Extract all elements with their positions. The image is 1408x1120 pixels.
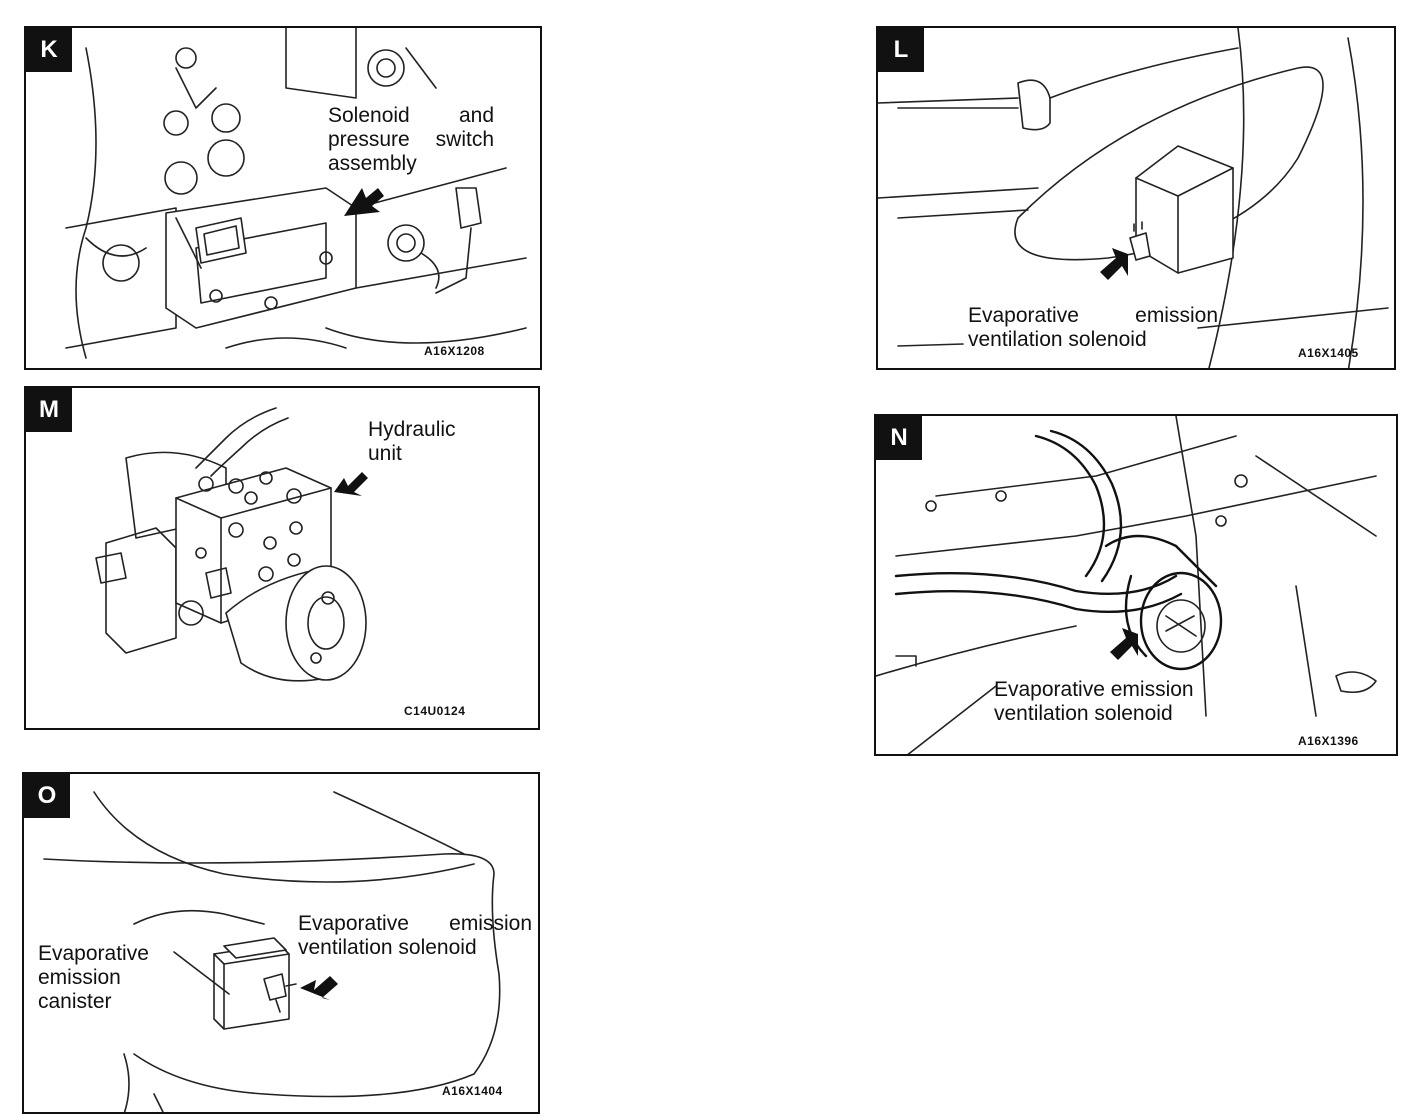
- label-line: assembly: [328, 152, 417, 175]
- label-line: pressure switch: [328, 128, 494, 151]
- label-line: Solenoid and: [328, 104, 494, 127]
- hydraulic-unit-illustration: [95, 407, 368, 682]
- rear-wheelhouse-illustration: [43, 791, 501, 1112]
- panel-m: M Hydraulic unit C14U0124: [24, 386, 540, 730]
- underbody-pipes-illustration: [876, 416, 1377, 754]
- label-line: Evaporative emission: [994, 678, 1194, 701]
- evap-solenoid-label: Evaporative emission ventilation solenoi…: [298, 912, 532, 960]
- label-line: ventilation solenoid: [968, 328, 1147, 351]
- label-line: canister: [38, 990, 112, 1013]
- panel-letter-l: L: [878, 28, 924, 72]
- panel-letter-m: M: [26, 388, 72, 432]
- evap-canister-label: Evaporative emission canister: [38, 942, 149, 1014]
- panel-o: O Evaporative emission ventilation solen…: [22, 772, 540, 1114]
- panel-l: L Evaporative emission ventilation solen…: [876, 26, 1396, 370]
- figure-code: C14U0124: [404, 704, 466, 718]
- hydraulic-unit-label: Hydraulic unit: [368, 418, 456, 466]
- label-line: ventilation solenoid: [298, 936, 477, 959]
- vehicle-underbody-illustration: [878, 28, 1389, 368]
- panel-letter-n: N: [876, 416, 922, 460]
- figure-code: A16X1405: [1298, 346, 1359, 360]
- figure-code: A16X1404: [442, 1084, 503, 1098]
- label-line: Hydraulic: [368, 418, 456, 441]
- label-line: Evaporative: [38, 942, 149, 965]
- label-line: ventilation solenoid: [994, 702, 1173, 725]
- evap-solenoid-label: Evaporative emission ventilation solenoi…: [968, 304, 1218, 352]
- solenoid-pressure-switch-label: Solenoid and pressure switch assembly: [328, 104, 494, 176]
- label-line: unit: [368, 442, 402, 465]
- solenoid-assembly-illustration: [65, 28, 527, 359]
- figure-code: A16X1396: [1298, 734, 1359, 748]
- evap-solenoid-label: Evaporative emission ventilation solenoi…: [994, 678, 1194, 726]
- figure-code: A16X1208: [424, 344, 485, 358]
- label-line: Evaporative emission: [968, 304, 1218, 327]
- panel-n: N Evaporative emission ventilation solen…: [874, 414, 1398, 756]
- label-line: Evaporative emission: [298, 912, 532, 935]
- panel-letter-k: K: [26, 28, 72, 72]
- label-line: emission: [38, 966, 121, 989]
- panel-k: K Solenoid and pressure switch assembly …: [24, 26, 542, 370]
- panel-letter-o: O: [24, 774, 70, 818]
